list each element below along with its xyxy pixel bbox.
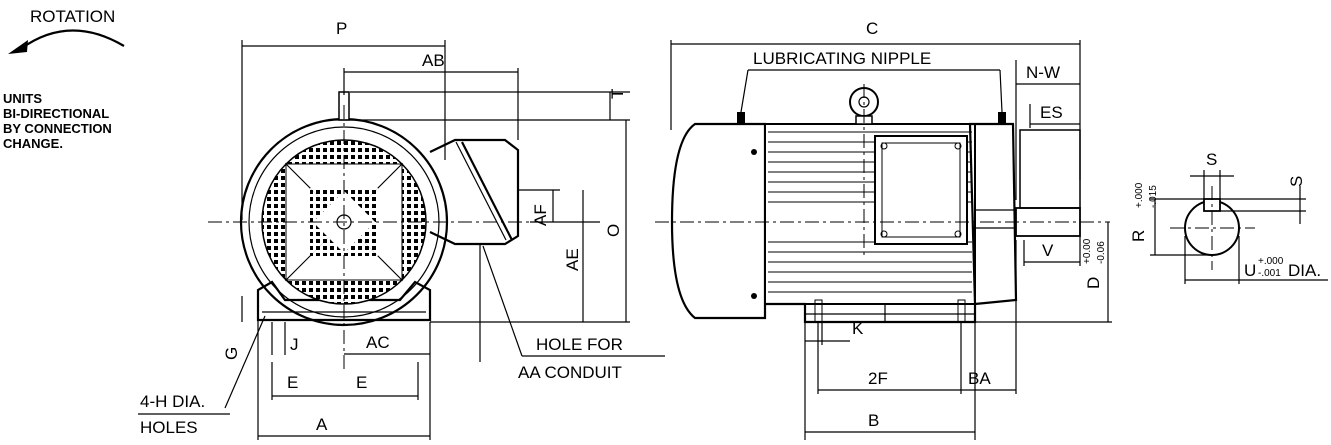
dim-AE: AE <box>563 248 582 271</box>
holes-label-1: 4-H DIA. <box>140 392 205 411</box>
dim-2F: 2F <box>868 369 888 388</box>
lube-nipple-left <box>737 112 745 124</box>
rotation-arrowhead-icon <box>8 40 28 54</box>
conduit-label-2: AA CONDUIT <box>518 363 622 382</box>
dim-G: G <box>222 347 241 360</box>
side-view-feet <box>765 302 977 324</box>
dim-E-right: E <box>356 373 367 392</box>
end-view-base <box>256 280 432 322</box>
dim-B: B <box>868 411 879 430</box>
rotation-arrow-icon <box>21 29 125 49</box>
dim-R: R <box>1129 230 1148 242</box>
lubricating-nipple-label: LUBRICATING NIPPLE <box>753 49 931 68</box>
dim-D-tol-upper: +0.00 <box>1082 238 1093 264</box>
dim-AC: AC <box>366 333 390 352</box>
dim-P: P <box>336 19 347 38</box>
dim-U-tol-upper: +.000 <box>1258 256 1284 267</box>
note-line-3: BY CONNECTION <box>3 121 112 136</box>
dim-AF: AF <box>531 204 550 226</box>
dim-V: V <box>1042 241 1054 260</box>
rotation-indicator: ROTATION <box>8 7 125 54</box>
note-line-1: UNITS <box>3 91 42 106</box>
drive-end-bracket <box>968 122 1018 306</box>
side-view: C <box>655 19 1112 440</box>
dim-S-width: S <box>1206 150 1217 169</box>
dim-C: C <box>866 19 878 38</box>
dim-D-tol-lower: -0.06 <box>1096 241 1107 264</box>
shaft-section-view: S S R +.000 -.015 U +.000 -.001 DIA. <box>1129 150 1328 284</box>
conduit-box <box>429 138 520 246</box>
dim-N-W: N-W <box>1026 63 1060 82</box>
dim-E-left: E <box>287 373 298 392</box>
dim-D: D <box>1084 277 1103 289</box>
dim-AB: AB <box>422 51 445 70</box>
dim-R-tol-upper: +.000 <box>1134 182 1145 208</box>
conduit-label-1: HOLE FOR <box>536 335 623 354</box>
rotation-label: ROTATION <box>30 7 115 26</box>
dim-A: A <box>316 415 328 434</box>
dim-ES: ES <box>1040 103 1063 122</box>
end-view: P AB T O AE AF G J AC E E <box>138 19 665 440</box>
dim-S-depth: S <box>1287 176 1306 187</box>
lube-nipple-right <box>998 112 1006 124</box>
dim-BA: BA <box>968 369 991 388</box>
fan-cover <box>670 122 767 320</box>
note-line-2: BI-DIRECTIONAL <box>3 106 109 121</box>
dim-J: J <box>290 335 299 354</box>
dim-O: O <box>604 224 623 237</box>
terminal-box <box>874 135 968 245</box>
dim-K: K <box>852 319 864 338</box>
units-note: UNITS BI-DIRECTIONAL BY CONNECTION CHANG… <box>3 91 112 151</box>
note-line-4: CHANGE. <box>3 136 63 151</box>
dim-U: U <box>1244 261 1256 280</box>
holes-label-2: HOLES <box>140 418 198 437</box>
dim-R-tol-lower: -.015 <box>1148 185 1159 208</box>
dim-T: T <box>608 89 627 99</box>
dim-U-tol-lower: -.001 <box>1258 268 1281 279</box>
dim-U-suffix: DIA. <box>1288 261 1321 280</box>
